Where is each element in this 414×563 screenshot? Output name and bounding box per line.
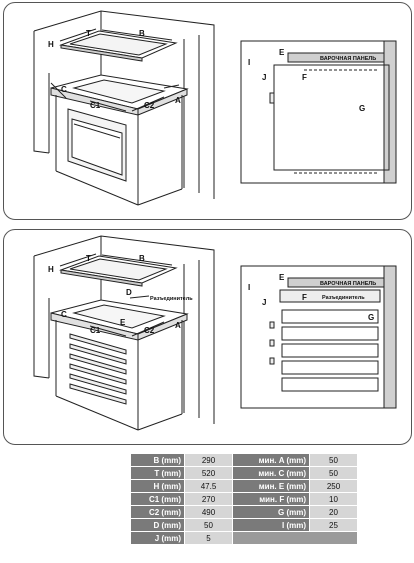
drawers-installation-diagram: H T B C C1 C2 A D E Разъединитель ВАРОЧН… [33, 235, 397, 431]
oven-installation-diagram: H T B C C1 C2 A ВАРОЧНАЯ ПАНЕЛЬ I J E F … [33, 10, 397, 206]
table-key: мин. E (mm) [232, 479, 310, 493]
label-b: B [139, 29, 145, 38]
table-key: мин. A (mm) [232, 453, 310, 467]
label-g: G [368, 313, 374, 322]
table-value: 250 [309, 479, 358, 493]
table-value: 47.5 [184, 479, 233, 493]
table-key: D (mm) [130, 518, 185, 532]
table-row: C2 (mm) 490 G (mm) 20 [130, 505, 358, 519]
label-a: A [175, 321, 181, 330]
table-row: D (mm) 50 I (mm) 25 [130, 518, 358, 532]
table-value: 290 [184, 453, 233, 467]
table-row: B (mm) 290 мин. A (mm) 50 [130, 453, 358, 467]
label-c1: C1 [90, 101, 101, 110]
table-key: C2 (mm) [130, 505, 185, 519]
label-c1: C1 [90, 326, 101, 335]
table-value: 520 [184, 466, 233, 480]
table-key: T (mm) [130, 466, 185, 480]
label-h: H [48, 265, 54, 274]
label-g: G [359, 104, 365, 113]
label-t: T [86, 29, 91, 38]
table-key: B (mm) [130, 453, 185, 467]
table-value: 25 [309, 518, 358, 532]
table-value: 50 [184, 518, 233, 532]
label-h: H [48, 40, 54, 49]
label-a: A [175, 96, 181, 105]
table-value: 270 [184, 492, 233, 506]
label-c2: C2 [144, 326, 155, 335]
table-value: 50 [309, 453, 358, 467]
label-i: I [248, 283, 250, 292]
table-value: 20 [309, 505, 358, 519]
table-row: J (mm) 5 [130, 531, 358, 545]
table-value: 10 [309, 492, 358, 506]
diagram-panel-drawers: H T B C C1 C2 A D E Разъединитель ВАРОЧН… [3, 229, 412, 445]
label-c: C [61, 85, 67, 94]
table-key: мин. F (mm) [232, 492, 310, 506]
table-key: G (mm) [232, 505, 310, 519]
label-d: D [126, 288, 132, 297]
label-c2: C2 [144, 101, 155, 110]
table-row: C1 (mm) 270 мин. F (mm) 10 [130, 492, 358, 506]
label-j: J [262, 298, 266, 307]
table-key: J (mm) [130, 531, 185, 545]
label-e-section: E [279, 273, 285, 282]
label-e: E [279, 48, 285, 57]
label-i: I [248, 58, 250, 67]
table-key: I (mm) [232, 518, 310, 532]
label-f: F [302, 73, 307, 82]
label-separator: Разъединитель [150, 296, 193, 302]
table-key: C1 (mm) [130, 492, 185, 506]
table-row: H (mm) 47.5 мин. E (mm) 250 [130, 479, 358, 493]
table-value: 490 [184, 505, 233, 519]
label-f: F [302, 293, 307, 302]
table-row: T (mm) 520 мин. C (mm) 50 [130, 466, 358, 480]
table-value: 50 [309, 466, 358, 480]
table-empty-cell [232, 531, 358, 545]
dimensions-table: B (mm) 290 мин. A (mm) 50 T (mm) 520 мин… [130, 453, 358, 545]
table-value: 5 [184, 531, 233, 545]
label-c: C [61, 310, 67, 319]
label-panel: ВАРОЧНАЯ ПАНЕЛЬ [320, 281, 376, 287]
diagram-panel-oven: H T B C C1 C2 A ВАРОЧНАЯ ПАНЕЛЬ I J E F … [3, 2, 412, 220]
label-t: T [86, 254, 91, 263]
label-e: E [120, 318, 126, 327]
label-panel: ВАРОЧНАЯ ПАНЕЛЬ [320, 56, 376, 62]
table-key: мин. C (mm) [232, 466, 310, 480]
table-key: H (mm) [130, 479, 185, 493]
label-j: J [262, 73, 266, 82]
label-separator-section: Разъединитель [322, 295, 365, 301]
label-b: B [139, 254, 145, 263]
